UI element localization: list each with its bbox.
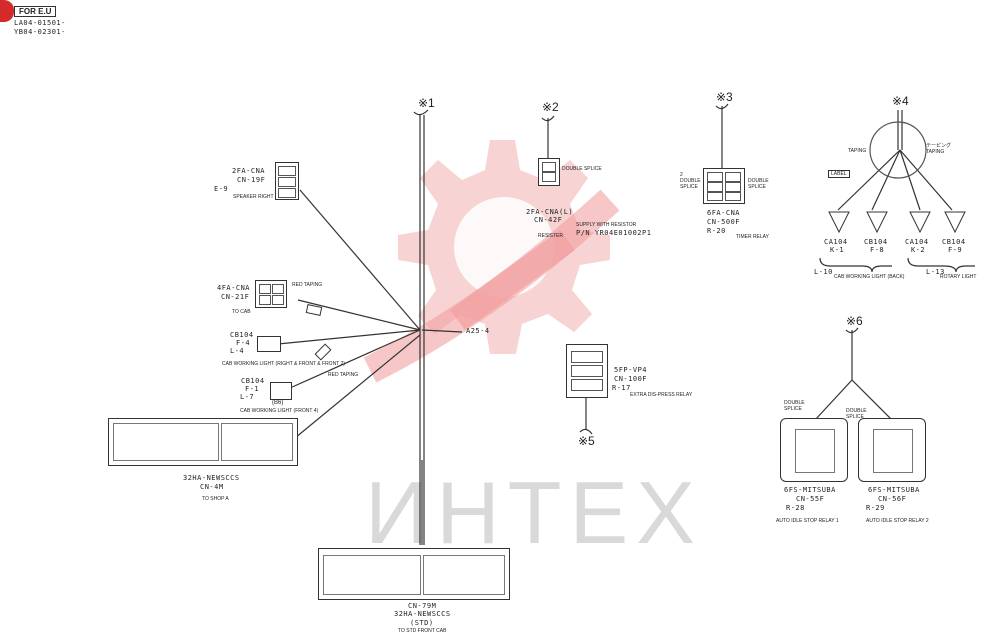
extra-ref: R-17 — [612, 384, 631, 392]
speaker-desc: SPEAKER RIGHT — [233, 194, 274, 200]
double-splice-2: 2 DOUBLE SPLICE — [680, 172, 701, 190]
extra-desc: EXTRA DIS-PRESS RELAY — [630, 392, 693, 398]
cb104-f4-code: F-4 — [236, 339, 251, 347]
mitsuba-b-ref: R-29 — [866, 504, 885, 512]
cb104-f1-desc: CAB WORKING LIGHT (FRONT 4) — [240, 408, 319, 414]
double-splice-5: DOUBLE SPLICE — [846, 408, 867, 420]
ca104-k2-type: CA104 — [905, 238, 929, 246]
l13-label: L-13 — [926, 268, 945, 276]
cb104-f8-type: CB104 — [864, 238, 888, 246]
ca104-k2-code: K-2 — [911, 246, 926, 254]
cab-code: CN-21F — [221, 293, 250, 301]
timer-code: CN-500F — [707, 218, 741, 226]
main-left-code: CN-4M — [200, 483, 224, 491]
region-badge: FOR E.U — [14, 6, 57, 17]
cab-desc: TO CAB — [232, 309, 251, 315]
cb104-f9-code: F-9 — [948, 246, 963, 254]
branch-mark-6: ※6 — [846, 314, 863, 328]
l10-desc: CAB WORKING LIGHT (BACK) — [834, 274, 905, 280]
taping-jp-label: テーピング TAPING — [926, 143, 952, 155]
connector-cab — [255, 280, 287, 308]
a25-label: A25-4 — [466, 327, 490, 335]
serial-1: LA04-01501- — [14, 19, 66, 27]
cb104-f8-code: F-8 — [870, 246, 885, 254]
main-bottom-desc: TO STD FRONT CAB — [398, 628, 447, 634]
speaker-code: CN-19F — [237, 176, 266, 184]
branch-mark-4: ※4 — [892, 94, 909, 108]
resistor-type: 2FA-CNA(L) — [526, 208, 574, 216]
mitsuba-a-code: CN-55F — [796, 495, 825, 503]
taping-label: TAPING — [848, 148, 867, 154]
connector-cb104-f4 — [257, 336, 281, 352]
resistor-code: CN-42F — [534, 216, 563, 224]
speaker-ref: E-9 — [214, 185, 229, 193]
cb104-f9-type: CB104 — [942, 238, 966, 246]
main-bottom-code: CN-79M — [408, 602, 437, 610]
label-tag: LABEL — [828, 170, 850, 178]
cb104-f1-type: CB104 — [241, 377, 265, 385]
connector-mitsuba-a — [780, 418, 848, 482]
branch-mark-2: ※2 — [542, 100, 559, 114]
watermark-gear-icon — [363, 140, 620, 383]
ca104-k1-type: CA104 — [824, 238, 848, 246]
branch-mark-5: ※5 — [578, 434, 595, 448]
connector-extra — [566, 344, 608, 398]
timer-desc: TIMER RELAY — [736, 234, 769, 240]
cb104-f4-desc: CAB WORKING LIGHT (RIGHT & FRONT & FRONT… — [222, 361, 345, 367]
connector-main-left — [108, 418, 298, 466]
mitsuba-a-desc: AUTO IDLE STOP RELAY 1 — [776, 518, 839, 524]
timer-ref: R-20 — [707, 227, 726, 235]
extra-type: 5FP-VP4 — [614, 366, 648, 374]
l10-label: L-10 — [814, 268, 833, 276]
red-taping-1: RED TAPING — [292, 282, 323, 288]
speaker-type: 2FA-CNA — [232, 167, 266, 175]
cb104-f4-ref: L-4 — [230, 347, 245, 355]
cb104-f1-badge: (B6) — [272, 400, 284, 406]
double-splice-4: DOUBLE SPLICE — [784, 400, 805, 412]
double-splice-3: DOUBLE SPLICE — [748, 178, 769, 190]
connector-timer — [703, 168, 745, 204]
double-splice-1: DOUBLE SPLICE — [562, 166, 602, 172]
connector-mitsuba-b — [858, 418, 926, 482]
brand-mark — [0, 0, 14, 22]
connector-speaker — [275, 162, 299, 200]
main-left-type: 32HA-NEWSCCS — [183, 474, 240, 482]
resistor-desc: RESISTER — [538, 233, 564, 239]
timer-type: 6FA-CNA — [707, 209, 741, 217]
l13-desc: ROTARY LIGHT — [940, 274, 977, 280]
mitsuba-b-desc: AUTO IDLE STOP RELAY 2 — [866, 518, 929, 524]
mitsuba-b-code: CN-56F — [878, 495, 907, 503]
cb104-f1-code: F-1 — [245, 385, 260, 393]
resistor-note: SUPPLY WITH RESISTOR — [576, 222, 637, 228]
cab-type: 4FA-CNA — [217, 284, 251, 292]
resistor-pn: P/N YR04E01002P1 — [576, 229, 652, 237]
mitsuba-a-type: 6FS-MITSUBA — [784, 486, 836, 494]
branch-mark-3: ※3 — [716, 90, 733, 104]
red-taping-2: RED TAPING — [328, 372, 359, 378]
serial-2: YB04-02301- — [14, 28, 66, 36]
main-bottom-type: 32HA-NEWSCCS — [394, 610, 451, 618]
branch-mark-1: ※1 — [418, 96, 435, 110]
ca104-k1-code: K-1 — [830, 246, 845, 254]
main-bottom-sub: (STD) — [410, 619, 434, 627]
extra-code: CN-100F — [614, 375, 648, 383]
connector-main-bottom — [318, 548, 510, 600]
mitsuba-a-ref: R-28 — [786, 504, 805, 512]
connector-resistor — [538, 158, 560, 186]
cb104-f1-ref: L-7 — [240, 393, 255, 401]
connector-cb104-f1 — [270, 382, 292, 400]
cb104-f4-type: CB104 — [230, 331, 254, 339]
main-left-desc: TO SHOP A — [202, 496, 229, 502]
mitsuba-b-type: 6FS-MITSUBA — [868, 486, 920, 494]
